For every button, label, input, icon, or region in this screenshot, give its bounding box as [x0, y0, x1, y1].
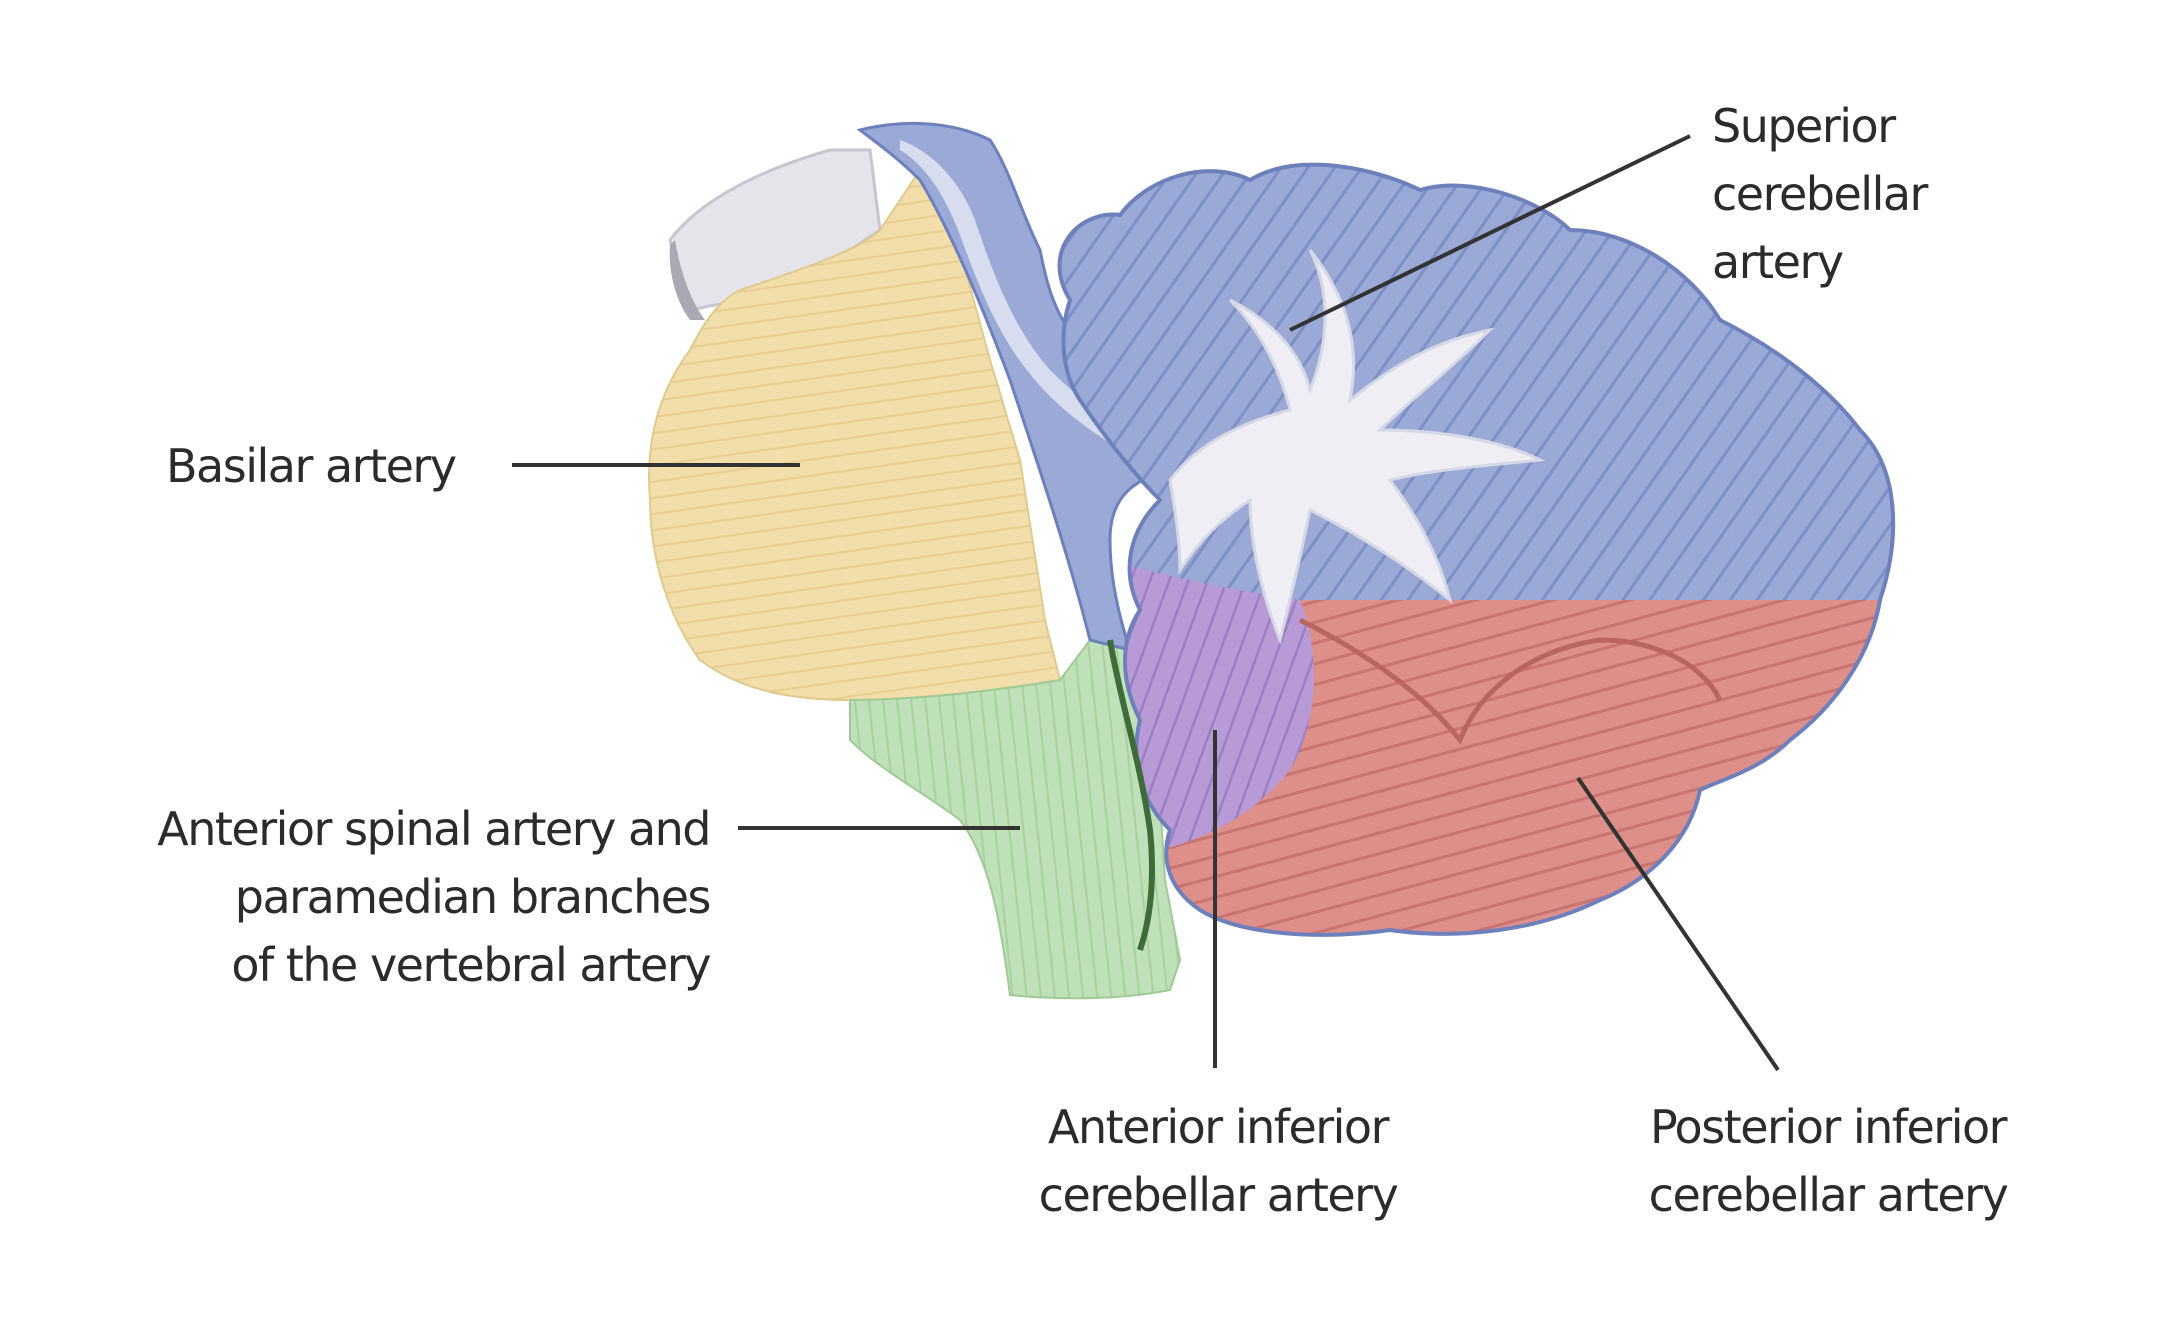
- basilar-territory: [648, 168, 1062, 702]
- label-line: cerebellar artery: [1038, 1168, 1399, 1222]
- leader-line-pica: [1576, 776, 1780, 1072]
- label-posterior-inferior-cerebellar-artery: Posterior inferior cerebellar artery: [1618, 1093, 2038, 1229]
- label-anterior-inferior-cerebellar-artery: Anterior inferior cerebellar artery: [1018, 1093, 1418, 1229]
- label-line: of the vertebral artery: [231, 938, 711, 992]
- cerebellum-outline: [1057, 162, 1896, 937]
- label-line: Anterior spinal artery and: [157, 802, 711, 856]
- peduncle-highlight: [900, 140, 1140, 455]
- label-line: cerebellar: [1712, 167, 1928, 221]
- anterior-inferior-cerebellar-territory: [1110, 560, 1314, 850]
- label-line: paramedian branches: [234, 870, 712, 924]
- vertebral-artery-vessel: [1107, 639, 1155, 951]
- label-superior-cerebellar-artery: Superior cerebellar artery: [1712, 92, 1928, 296]
- leader-line-superior: [1289, 134, 1691, 332]
- label-line: artery: [1712, 235, 1844, 289]
- label-basilar-artery: Basilar artery: [166, 432, 457, 500]
- label-line: Posterior inferior: [1649, 1100, 2008, 1154]
- arbor-vitae: [1168, 249, 1546, 645]
- red-lobule-divider: [1298, 617, 1723, 745]
- label-line: Superior: [1712, 99, 1896, 153]
- label-anterior-spinal-artery: Anterior spinal artery and paramedian br…: [90, 795, 712, 999]
- label-line: Basilar artery: [166, 439, 457, 493]
- pons-top-edge: [669, 240, 705, 320]
- label-line: cerebellar artery: [1648, 1168, 2009, 1222]
- label-line: Anterior inferior: [1047, 1100, 1390, 1154]
- peduncle-band: [856, 121, 1172, 653]
- anterior-spinal-territory: [849, 638, 1182, 1000]
